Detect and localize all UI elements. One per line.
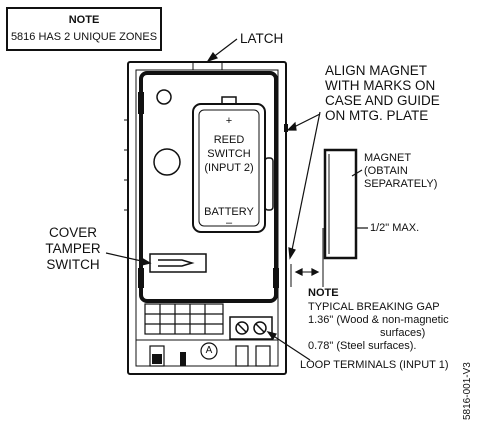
breaking-gap-line3: surfaces) xyxy=(380,327,426,339)
magnet xyxy=(323,148,358,260)
reed-switch-label-line2: SWITCH xyxy=(207,148,251,160)
cover-tamper-label-line1: COVER xyxy=(48,225,97,240)
magnet-label-line3: SEPARATELY) xyxy=(364,178,438,190)
align-mark xyxy=(284,124,288,132)
breaking-gap-note-title: NOTE xyxy=(308,287,339,299)
align-magnet-label-line3: CASE AND GUIDE xyxy=(325,93,440,108)
transmitter-case xyxy=(127,61,287,375)
battery-plus-sign: + xyxy=(225,115,233,127)
align-magnet-label-line4: ON MTG. PLATE xyxy=(325,108,429,123)
reed-switch-label-line1: REED xyxy=(213,134,245,146)
align-magnet-label-line2: WITH MARKS ON xyxy=(325,78,436,93)
battery-minus-sign: – xyxy=(225,217,233,229)
magnet-label-line1: MAGNET xyxy=(364,152,412,164)
note-box-title: NOTE xyxy=(68,14,100,26)
reed-switch-bar xyxy=(264,157,274,211)
reed-switch-label-line3: (INPUT 2) xyxy=(204,162,254,174)
tamper-switch xyxy=(149,253,207,273)
cover-tamper-label-line2: TAMPER xyxy=(45,241,101,256)
pcb-terminal-strip xyxy=(144,303,224,335)
unique-zones-note-box: NOTE 5816 HAS 2 UNIQUE ZONES xyxy=(6,7,162,51)
screw-hole-large xyxy=(153,148,181,176)
magnet-label-line2: (OBTAIN xyxy=(364,165,408,177)
breaking-gap-line1: TYPICAL BREAKING GAP xyxy=(308,301,440,313)
screw-hole-small xyxy=(156,89,172,105)
part-number: 5816-001-V3 xyxy=(462,362,473,420)
align-magnet-label-line1: ALIGN MAGNET xyxy=(325,63,428,78)
loop-terminal-block xyxy=(229,316,273,340)
inner-housing xyxy=(139,71,278,303)
latch-label: LATCH xyxy=(240,31,284,46)
note-box-text: 5816 HAS 2 UNIQUE ZONES xyxy=(10,31,158,43)
cover-tamper-label-line3: SWITCH xyxy=(46,257,100,272)
terminal-marker-a: A xyxy=(205,345,213,356)
loop-terminals-label: LOOP TERMINALS (INPUT 1) xyxy=(300,359,449,371)
battery-label: BATTERY xyxy=(204,206,254,218)
breaking-gap-line2: 1.36" (Wood & non-magnetic xyxy=(308,314,449,326)
breaking-gap-line4: 0.78" (Steel surfaces). xyxy=(308,340,417,352)
half-inch-max-label: 1/2" MAX. xyxy=(370,222,420,234)
